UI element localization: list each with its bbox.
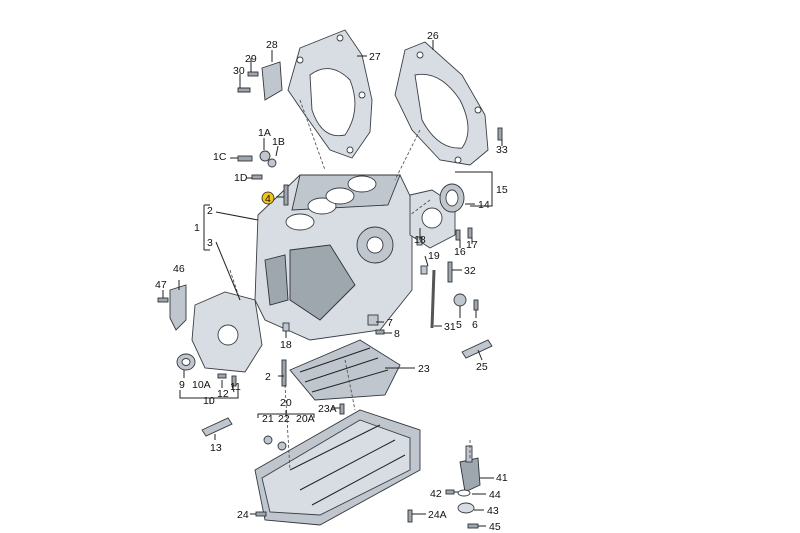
label-41: 41 — [496, 472, 508, 484]
label-15: 15 — [496, 184, 508, 196]
label-14: 14 — [478, 199, 490, 211]
housing-41 — [459, 445, 481, 493]
cover-plate-26 — [394, 41, 489, 166]
part-labels: 27 26 28 29 30 1A 1B 1C 1D 33 4 2 1 3 15… — [155, 30, 508, 533]
engine-block — [254, 174, 413, 341]
label-1A: 1A — [258, 127, 271, 139]
label-10: 10 — [203, 395, 215, 407]
seal-9 — [176, 353, 196, 371]
label-24: 24 — [237, 509, 249, 521]
label-45: 45 — [489, 521, 501, 533]
label-18-right: 18 — [414, 234, 426, 246]
label-42: 42 — [430, 488, 442, 500]
label-16: 16 — [454, 246, 466, 258]
label-19: 19 — [428, 250, 440, 262]
label-1: 1 — [194, 222, 200, 234]
gasket-plate-27 — [287, 29, 373, 159]
leader-lines — [162, 40, 503, 527]
label-30: 30 — [233, 65, 245, 77]
label-5: 5 — [456, 319, 462, 331]
label-20A: 20A — [296, 413, 315, 425]
oil-baffle-23 — [289, 339, 401, 401]
label-4-badge: 4 — [261, 191, 275, 205]
label-12: 12 — [217, 388, 229, 400]
parts-43-44 — [457, 489, 475, 514]
label-3: 3 — [207, 237, 213, 249]
label-46: 46 — [173, 263, 185, 275]
label-31: 31 — [444, 321, 456, 333]
label-4: 4 — [265, 193, 271, 205]
label-2-bottom: 2 — [265, 371, 271, 383]
label-44: 44 — [489, 489, 501, 501]
label-13: 13 — [210, 442, 222, 454]
label-32: 32 — [464, 265, 476, 277]
label-6: 6 — [472, 319, 478, 331]
label-11: 11 — [230, 381, 241, 393]
label-29: 29 — [245, 53, 257, 65]
oil-pan-20A — [254, 409, 421, 526]
label-18-left: 18 — [280, 339, 292, 351]
seal-ring-15 — [439, 183, 465, 213]
label-1C: 1C — [213, 151, 227, 163]
label-23: 23 — [418, 363, 430, 375]
front-cover-10 — [191, 291, 263, 373]
label-10A: 10A — [192, 379, 211, 391]
label-20: 20 — [280, 397, 292, 409]
label-21: 21 — [262, 413, 274, 425]
part-4-highlight — [283, 184, 289, 206]
label-7: 7 — [387, 317, 393, 329]
label-26: 26 — [427, 30, 439, 42]
label-27: 27 — [369, 51, 381, 63]
label-1D: 1D — [234, 172, 248, 184]
plate-28 — [261, 61, 283, 101]
label-43: 43 — [487, 505, 499, 517]
bracket-46 — [169, 284, 187, 331]
label-25: 25 — [476, 361, 488, 373]
label-22: 22 — [278, 413, 290, 425]
label-1B: 1B — [272, 136, 285, 148]
label-33: 33 — [496, 144, 508, 156]
bolts-and-studs — [157, 71, 503, 529]
label-24A: 24A — [428, 509, 447, 521]
label-8: 8 — [394, 328, 400, 340]
label-17: 17 — [466, 239, 478, 251]
label-9: 9 — [179, 379, 185, 391]
label-47: 47 — [155, 279, 167, 291]
label-23A: 23A — [318, 403, 337, 415]
label-2-top: 2 — [207, 205, 213, 217]
label-28: 28 — [266, 39, 278, 51]
